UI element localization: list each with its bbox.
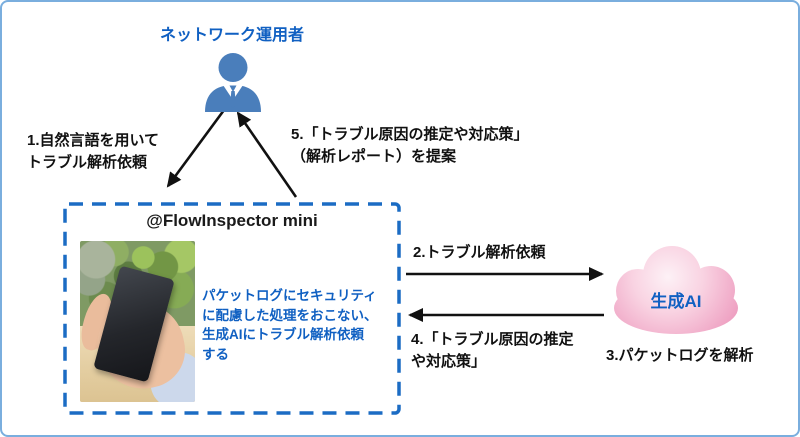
device-box-description-line1: パケットログにセキュリティ	[202, 288, 377, 303]
cloud-icon	[614, 246, 738, 334]
step1-label-line2: トラブル解析依頼	[27, 153, 148, 171]
genai-cloud: 生成AI	[610, 245, 742, 335]
step1-label: 1.自然言語を用いて トラブル解析依頼	[27, 130, 159, 174]
step4-label-line1: 4.「トラブル原因の推定	[411, 331, 574, 348]
step5-label-line2: （解析レポート）を提案	[291, 147, 457, 165]
cloud-label: 生成AI	[650, 292, 702, 311]
step2-label: 2.トラブル解析依頼	[413, 244, 546, 261]
device-box-title: @FlowInspector mini	[146, 211, 318, 230]
operator-label: ネットワーク運用者	[159, 27, 304, 44]
step4-label-line2: や対応策」	[411, 352, 487, 370]
device-box-description-line4: する	[202, 346, 229, 362]
step5-label: 5.「トラブル原因の推定や対応策」 （解析レポート）を提案	[291, 124, 529, 168]
step4-label: 4.「トラブル原因の推定 や対応策」	[411, 329, 574, 373]
device-photo	[80, 241, 195, 402]
device-box-description: パケットログにセキュリティ に配慮した処理をおこない、 生成AIにトラブル解析依…	[202, 286, 398, 364]
step1-label-line1: 1.自然言語を用いて	[27, 132, 160, 149]
step3-label: 3.パケットログを解析	[606, 347, 754, 364]
arrow-step1	[166, 105, 229, 188]
device-box-description-line3: 生成AIにトラブル解析依頼	[202, 327, 364, 343]
device-box-description-line2: に配慮した処理をおこない、	[202, 307, 378, 323]
arrow-step5	[236, 111, 298, 198]
step5-label-line1: 5.「トラブル原因の推定や対応策」	[291, 126, 529, 143]
person-icon	[205, 53, 261, 112]
